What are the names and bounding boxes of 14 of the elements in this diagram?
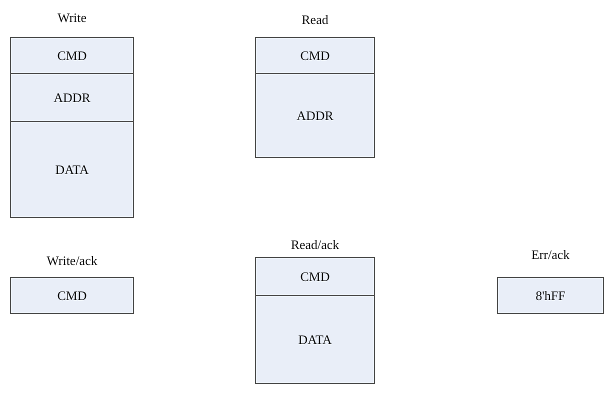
packet-field: CMD <box>10 277 134 314</box>
packet-field: CMD <box>10 37 134 74</box>
packet-title: Err/ack <box>530 247 571 263</box>
packet-field: 8'hFF <box>497 277 604 314</box>
packet-title: Read <box>300 12 330 28</box>
packet-field: CMD <box>255 37 375 74</box>
packet-field: DATA <box>10 121 134 218</box>
packet-field: DATA <box>255 295 375 384</box>
packet-title: Write/ack <box>46 253 98 269</box>
packet-field: ADDR <box>255 73 375 158</box>
packet-field: ADDR <box>10 73 134 122</box>
packet-title: Read/ack <box>290 237 340 253</box>
packet-field: CMD <box>255 257 375 296</box>
packet-title: Write <box>56 10 88 26</box>
